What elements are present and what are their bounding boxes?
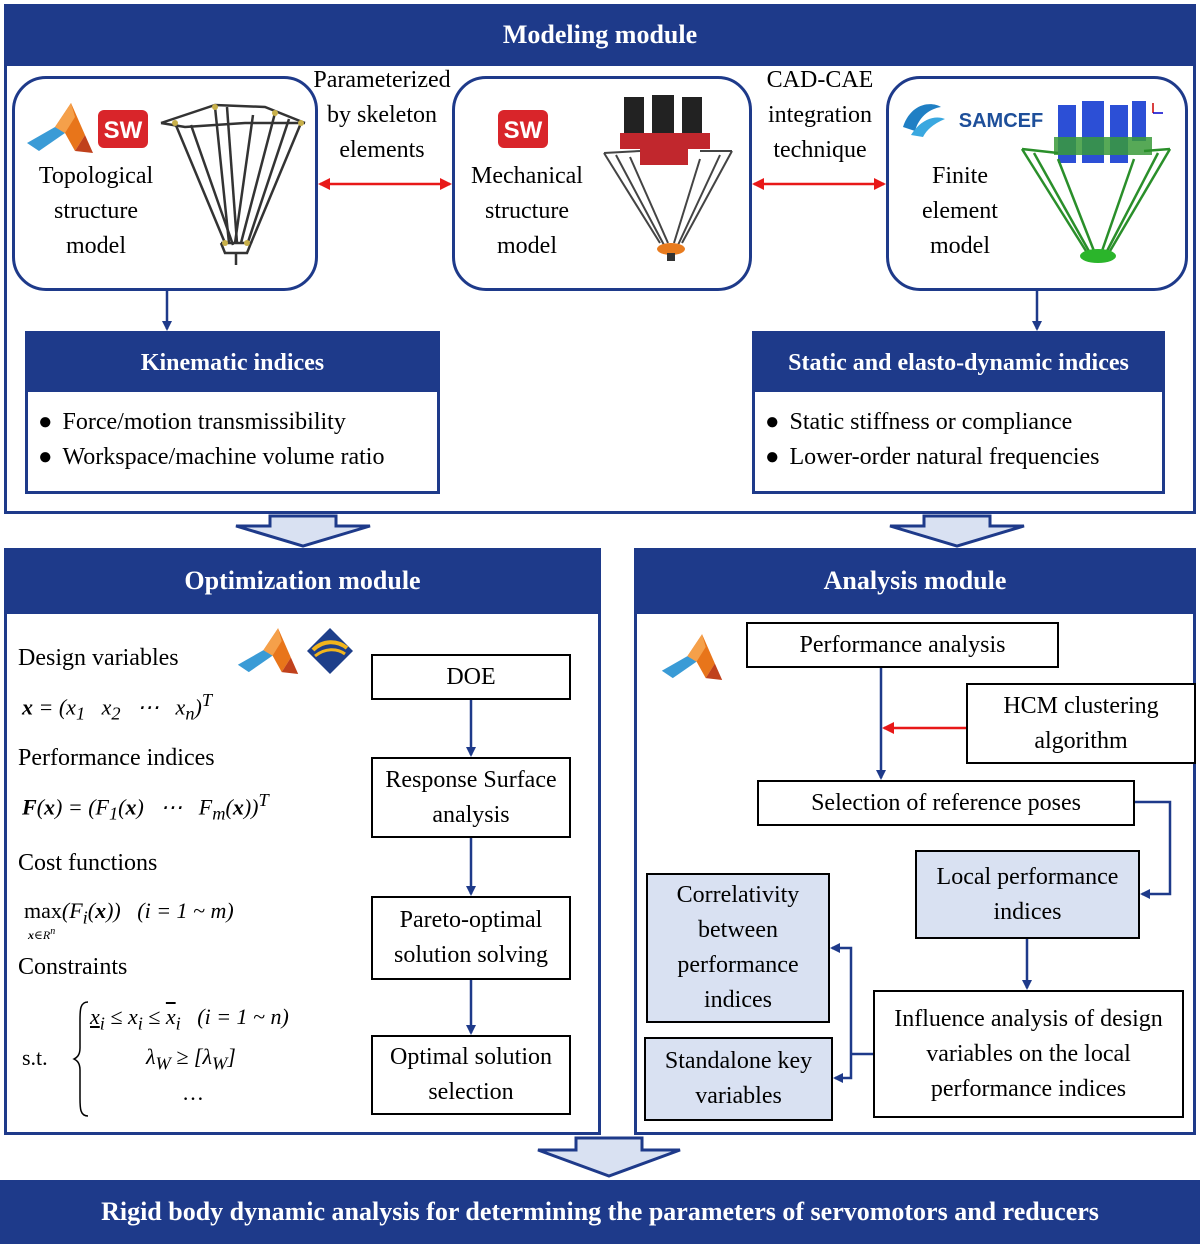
correlativity-box: Correlativity between performance indice…	[646, 873, 830, 1023]
kinematic-indices-title: Kinematic indices	[140, 350, 325, 376]
optimization-software-icon	[305, 626, 355, 676]
static-item: Lower-order natural frequencies	[765, 440, 1100, 475]
matlab-icon	[25, 99, 95, 159]
constraints-label: Constraints	[18, 954, 128, 980]
kinematic-indices-header: Kinematic indices	[28, 334, 437, 392]
link2-label: CAD-CAE integration technique	[766, 67, 874, 163]
standalone-key-variables-box: Standalone key variables	[644, 1037, 833, 1121]
footer-text: Rigid body dynamic analysis for determin…	[101, 1197, 1099, 1226]
mechanical-model-label: Mechanical structure model	[471, 163, 583, 259]
cost-functions-formula: max(Fi(x)) (i = 1 ~ m)	[24, 898, 234, 928]
samcef-logo-text: SAMCEF	[959, 110, 1043, 132]
footer-bar: Rigid body dynamic analysis for determin…	[0, 1180, 1200, 1244]
big-arrow-to-optimization	[235, 514, 371, 548]
performance-indices-label: Performance indices	[18, 745, 215, 771]
samcef-logo: SAMCEF	[901, 97, 1056, 139]
topological-model-label: Topological structure model	[38, 163, 154, 259]
constraint-bounds-formula: xi ≤ xi ≤ xi (i = 1 ~ n)	[90, 1004, 289, 1034]
analysis-module-title: Analysis module	[823, 566, 1007, 595]
delta-robot-mesh-image	[1014, 93, 1184, 283]
svg-text:SW: SW	[504, 117, 543, 144]
big-arrow-to-footer	[537, 1136, 681, 1178]
optimization-module-title: Optimization module	[184, 566, 421, 595]
response-surface-box: Response Surface analysis	[371, 757, 571, 838]
delta-robot-skeleton-image	[155, 93, 315, 283]
solidworks-icon: SW	[97, 109, 149, 149]
static-item: Static stiffness or compliance	[765, 405, 1073, 440]
influence-analysis-box: Influence analysis of design variables o…	[873, 990, 1184, 1118]
pareto-solving-box: Pareto-optimal solution solving	[371, 896, 571, 980]
big-arrow-to-analysis	[889, 514, 1025, 548]
modeling-module-header: Modeling module	[4, 4, 1196, 66]
static-indices-header: Static and elasto-dynamic indices	[755, 334, 1162, 392]
optimal-selection-box: Optimal solution selection	[371, 1035, 571, 1115]
local-performance-indices-box: Local performance indices	[915, 850, 1140, 939]
performance-indices-formula: F(x) = (F1(x) ⋯ Fm(x))T	[22, 790, 269, 824]
mechanical-model-card: SW Mechanical structure model	[452, 76, 752, 291]
static-indices-box: Static and elasto-dynamic indices Static…	[752, 331, 1165, 494]
delta-robot-cad-image	[590, 93, 750, 283]
axis-triad-icon	[1151, 101, 1165, 115]
selection-reference-poses-box: Selection of reference poses	[757, 780, 1135, 826]
kinematic-indices-box: Kinematic indices Force/motion transmiss…	[25, 331, 440, 494]
matlab-icon	[236, 624, 300, 680]
constraint-lambda-formula: λW ≥ [λW]	[146, 1044, 236, 1074]
design-variables-label: Design variables	[18, 645, 179, 671]
analysis-module-header: Analysis module	[634, 548, 1196, 614]
constraint-ellipsis: …	[182, 1080, 204, 1105]
kinematic-item: Workspace/machine volume ratio	[38, 440, 385, 475]
st-label: s.t.	[22, 1045, 48, 1070]
finite-element-model-card: SAMCEF Finite element model	[886, 76, 1188, 291]
svg-text:SW: SW	[104, 117, 143, 144]
link1-label: Parameterized by skeleton elements	[313, 67, 451, 163]
hcm-clustering-box: HCM clustering algorithm	[966, 683, 1196, 764]
design-variables-formula: x = (x1 x2 ⋯ xn)T	[22, 690, 213, 724]
modeling-module-title: Modeling module	[502, 20, 698, 49]
constraints-brace	[72, 1000, 92, 1118]
topological-model-card: SW Topological structure model	[12, 76, 318, 291]
solidworks-icon: SW	[497, 109, 549, 149]
static-indices-title: Static and elasto-dynamic indices	[788, 350, 1129, 376]
doe-box: DOE	[371, 654, 571, 700]
optimization-module-header: Optimization module	[4, 548, 601, 614]
matlab-icon	[660, 630, 724, 686]
performance-analysis-box: Performance analysis	[746, 622, 1059, 668]
cost-functions-label: Cost functions	[18, 850, 158, 876]
finite-element-model-label: Finite element model	[922, 163, 998, 259]
kinematic-item: Force/motion transmissibility	[38, 405, 346, 440]
cost-functions-subscript: x∈Rn	[28, 926, 56, 942]
